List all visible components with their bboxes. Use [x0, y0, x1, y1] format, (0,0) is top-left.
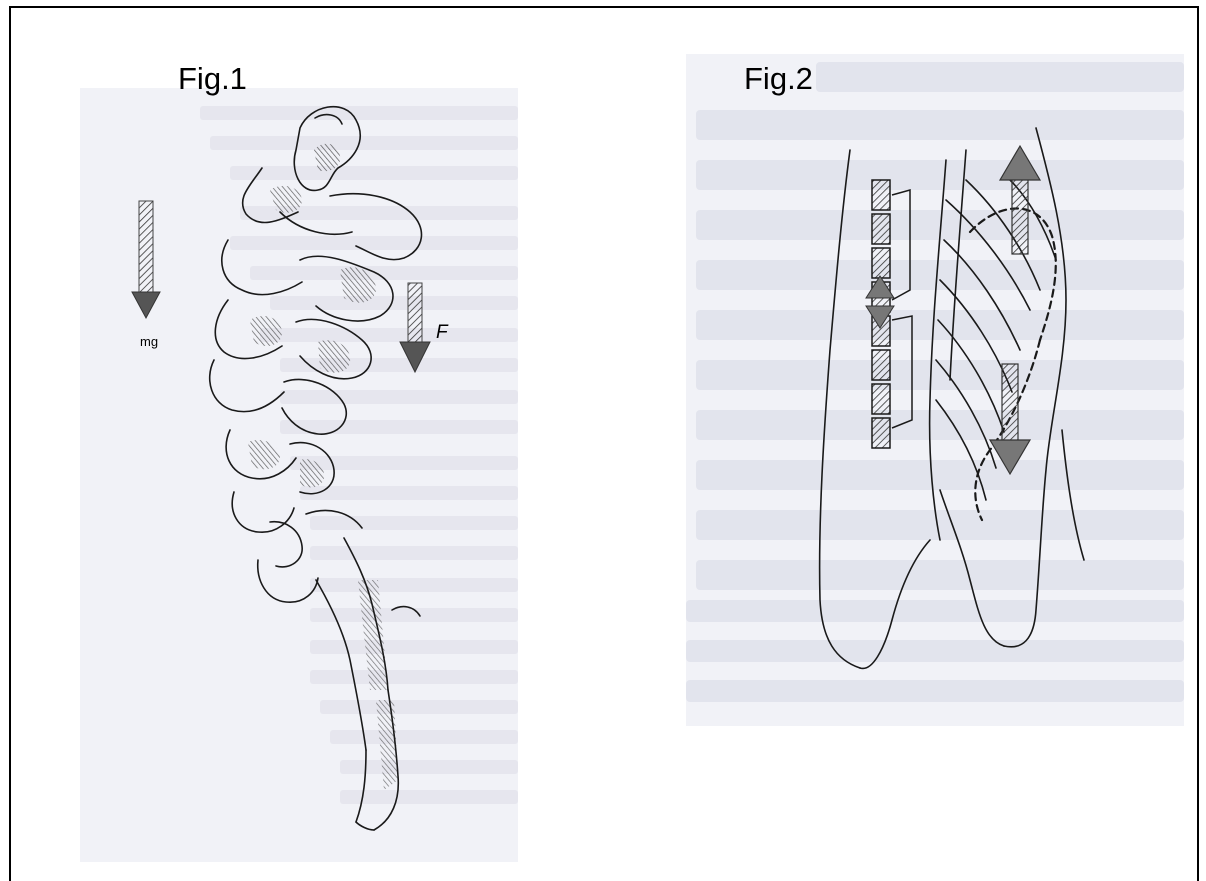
torso-outline — [820, 128, 1084, 668]
spine-shading — [248, 144, 398, 790]
force-arrow — [400, 283, 430, 372]
mg-label: mg — [140, 334, 158, 349]
traction-arrow-down — [990, 364, 1030, 474]
force-label: F — [436, 322, 449, 343]
traction-arrow-up — [1000, 146, 1040, 254]
mg-arrow — [132, 201, 160, 318]
